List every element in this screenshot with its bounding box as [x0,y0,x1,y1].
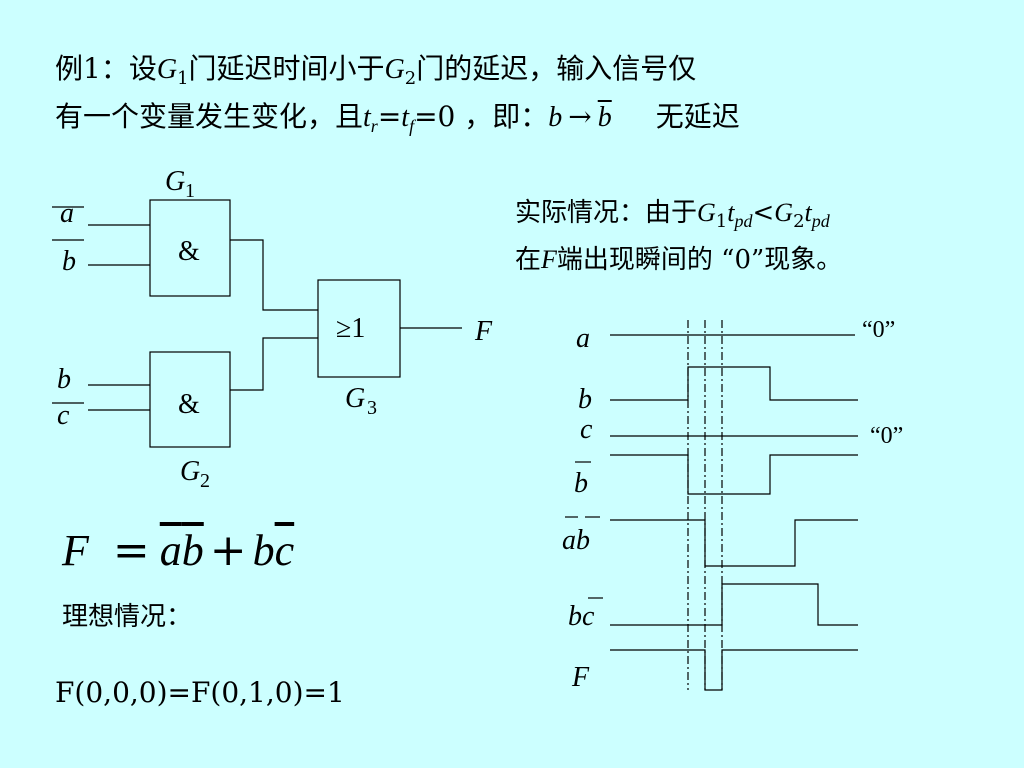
input-a-bar: a [60,198,74,229]
formula-equals: = [112,525,150,576]
g2-symbol: G [774,198,794,227]
g2-label-sub: 2 [200,470,210,492]
tr-symbol: t [363,102,371,133]
wave-f [610,649,858,691]
less-than-sign: < [752,198,775,228]
wire-g1-g3 [230,239,318,311]
intro-text: =0 ，即： [414,100,549,133]
and-symbol-g1: & [178,236,200,267]
output-f: F [474,316,493,347]
wave-b [610,366,858,401]
ideal-expression: F(0,0,0)=F(0,1,0)=1 [55,676,345,709]
g1-label: G [165,166,185,197]
wave-label-a: a [576,323,590,354]
g1-symbol: G [697,198,716,227]
arrow-icon: → [568,100,592,133]
formula: F =ab+bc [62,525,294,577]
g2-symbol: G [384,54,405,85]
g1-symbol: G [156,54,178,85]
wave-b-bar [610,454,858,495]
formula-plus: + [209,525,247,576]
g1-subscript: 1 [177,68,189,89]
tpd-subscript: pd [811,211,830,231]
intro-line-1: 例1：设G1门延迟时间小于G2门的延迟，输入信号仅 [55,52,696,96]
intro-text: 无延迟 [655,100,740,133]
wave-label-b: b [578,384,592,415]
g3-label: G [345,383,365,414]
tf-subscript: f [409,116,415,136]
g3-label-sub: 3 [367,397,377,419]
f-symbol: F [541,245,557,274]
formula-b-bar: b [181,526,204,575]
actual-text: 端出现瞬间的 “0”现象。 [556,245,843,275]
input-b: b [57,364,71,395]
wave-label-b-bar: b [574,468,588,499]
wave-label-c: c [580,414,593,445]
zero-note-c: “0” [870,423,903,449]
g2-label: G [180,456,200,487]
tpd-symbol: t [727,198,735,227]
actual-text: 实际情况：由于 [515,198,698,228]
actual-line-2: 在F端出现瞬间的 “0”现象。 [515,243,842,277]
g2-subscript: 2 [404,68,417,89]
tpd-symbol: t [804,198,812,227]
formula-b: b [252,526,275,575]
intro-text: 门的延迟，输入信号仅 [416,52,697,85]
tr-subscript: r [370,116,378,136]
equals-sign: = [377,100,402,133]
g1-subscript: 1 [715,211,728,232]
intro-text: 有一个变量发生变化，且 [55,100,364,133]
formula-c-bar: c [274,526,295,575]
ideal-label: 理想情况： [62,602,193,632]
formula-a-bar: a [159,526,182,575]
intro-text: 例1：设 [55,52,157,85]
zero-note-a: “0” [862,317,895,343]
g1-label-sub: 1 [185,180,195,202]
b-bar-symbol: b [597,102,612,133]
wave-label-bc-bar: bc [568,601,595,632]
intro-text: 门延迟时间小于 [188,52,385,85]
actual-line-1: 实际情况：由于G1tpd<G2tpd [515,196,830,239]
wave-label-f: F [571,662,590,693]
or-symbol-g3: ≥1 [336,313,365,344]
and-symbol-g2: & [178,389,200,420]
formula-f: F [62,526,89,575]
b-symbol: b [548,102,563,133]
wire-g2-g3 [230,337,318,391]
wave-ab-bar [610,519,858,567]
gate-g2-box [149,351,231,448]
tf-symbol: t [401,102,410,133]
actual-text: 在 [515,245,542,275]
wave-label-ab-bar: ab [562,525,590,556]
input-b-bar: b [62,246,76,277]
wave-bc-bar [610,583,858,626]
gate-g1-box [149,199,231,297]
tpd-subscript: pd [734,211,753,231]
g2-subscript: 2 [793,211,805,232]
input-c-bar: c [57,400,70,431]
